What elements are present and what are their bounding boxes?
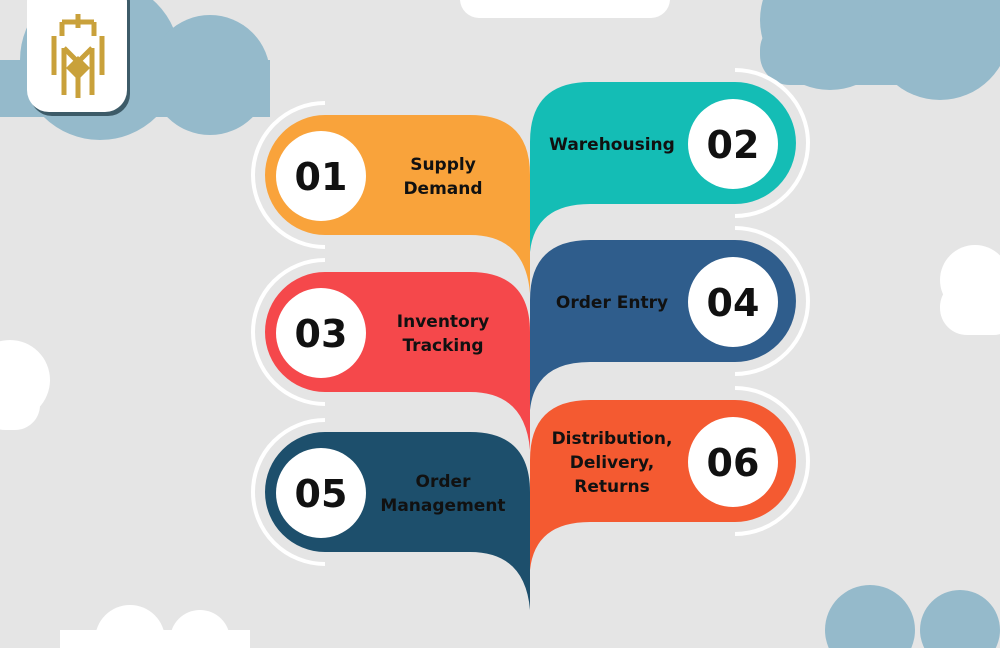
number-circle [688, 417, 778, 507]
step-06: 06 Distribution, Delivery, Returns [530, 386, 810, 570]
step-02: 02 Warehousing [530, 68, 810, 252]
logo [27, 0, 130, 116]
decorative-arc [251, 418, 326, 566]
step-label: Order Entry [556, 293, 668, 313]
step-label: Delivery, [570, 453, 655, 473]
step-number: 05 [295, 472, 348, 516]
step-number: 03 [295, 312, 348, 356]
step-label: Tracking [402, 336, 483, 356]
cloud-white-right [940, 245, 1000, 335]
crowned-lion-shield-logo-icon [51, 14, 105, 98]
step-number: 02 [707, 123, 760, 167]
step-label: Warehousing [549, 135, 675, 155]
number-circle [276, 288, 366, 378]
decorative-arc [734, 226, 810, 376]
step-label: Supply [410, 155, 476, 175]
number-circle [276, 448, 366, 538]
number-circle [688, 99, 778, 189]
cloud-white-top [460, 0, 670, 18]
step-label: Distribution, [552, 429, 673, 449]
step-label: Order [416, 472, 472, 492]
cloud-top-right [760, 0, 1000, 100]
cloud-white-left [0, 340, 50, 430]
decorative-arc [734, 386, 810, 536]
cloud-white-bottom-left [60, 605, 250, 648]
number-circle [276, 131, 366, 221]
cloud-bottom-right [825, 585, 1000, 648]
number-circle [688, 257, 778, 347]
step-label: Management [380, 496, 505, 516]
step-number: 01 [295, 155, 348, 199]
decorative-arc [251, 101, 326, 249]
step-04: 04 Order Entry [530, 226, 810, 410]
step-number: 06 [707, 441, 760, 485]
decorative-arc [251, 258, 326, 406]
decorative-arc [734, 68, 810, 218]
step-number: 04 [707, 281, 760, 325]
step-label: Returns [574, 477, 649, 497]
step-label: Demand [403, 179, 482, 199]
step-label: Inventory [397, 312, 489, 332]
